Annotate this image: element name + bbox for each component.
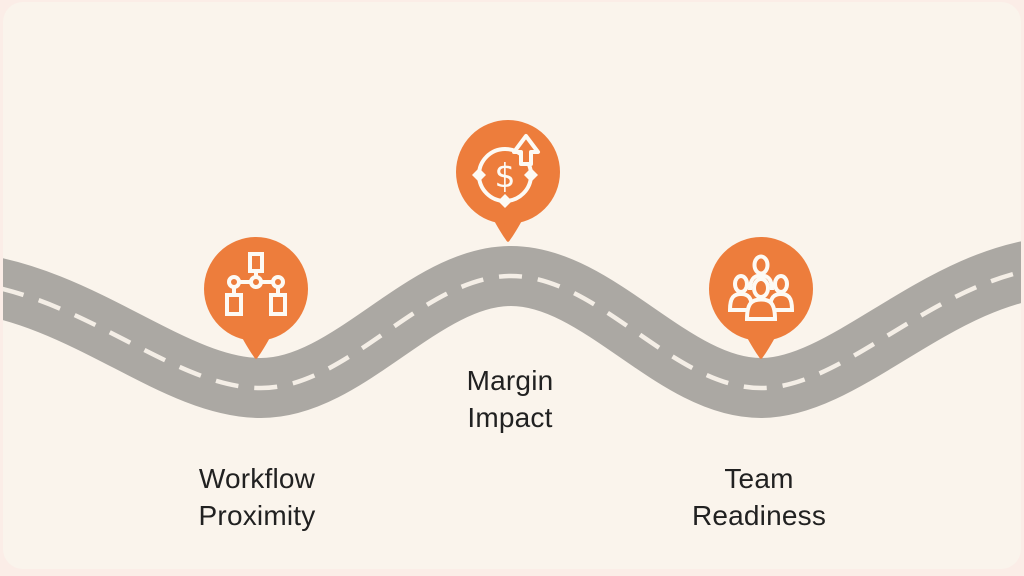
milestone-pin-team-readiness bbox=[701, 229, 821, 369]
milestone-pin-margin-impact: $ bbox=[448, 112, 568, 252]
milestone-label-team-readiness: Team Readiness bbox=[691, 463, 827, 531]
infographic-card: $ Workflow Proximity Margin Impact Team … bbox=[3, 2, 1021, 569]
milestone-pin-workflow-proximity bbox=[196, 229, 316, 369]
milestone-label-workflow-proximity: Workflow Proximity bbox=[198, 463, 316, 531]
dollar-growth-icon: $ bbox=[472, 134, 540, 208]
svg-text:$: $ bbox=[495, 156, 516, 195]
milestone-label-margin-impact: Margin Impact bbox=[466, 365, 554, 433]
road-graphic bbox=[3, 241, 1021, 419]
team-icon bbox=[727, 254, 795, 321]
road-center-dashes bbox=[3, 269, 1021, 391]
org-chart-icon bbox=[225, 252, 287, 316]
